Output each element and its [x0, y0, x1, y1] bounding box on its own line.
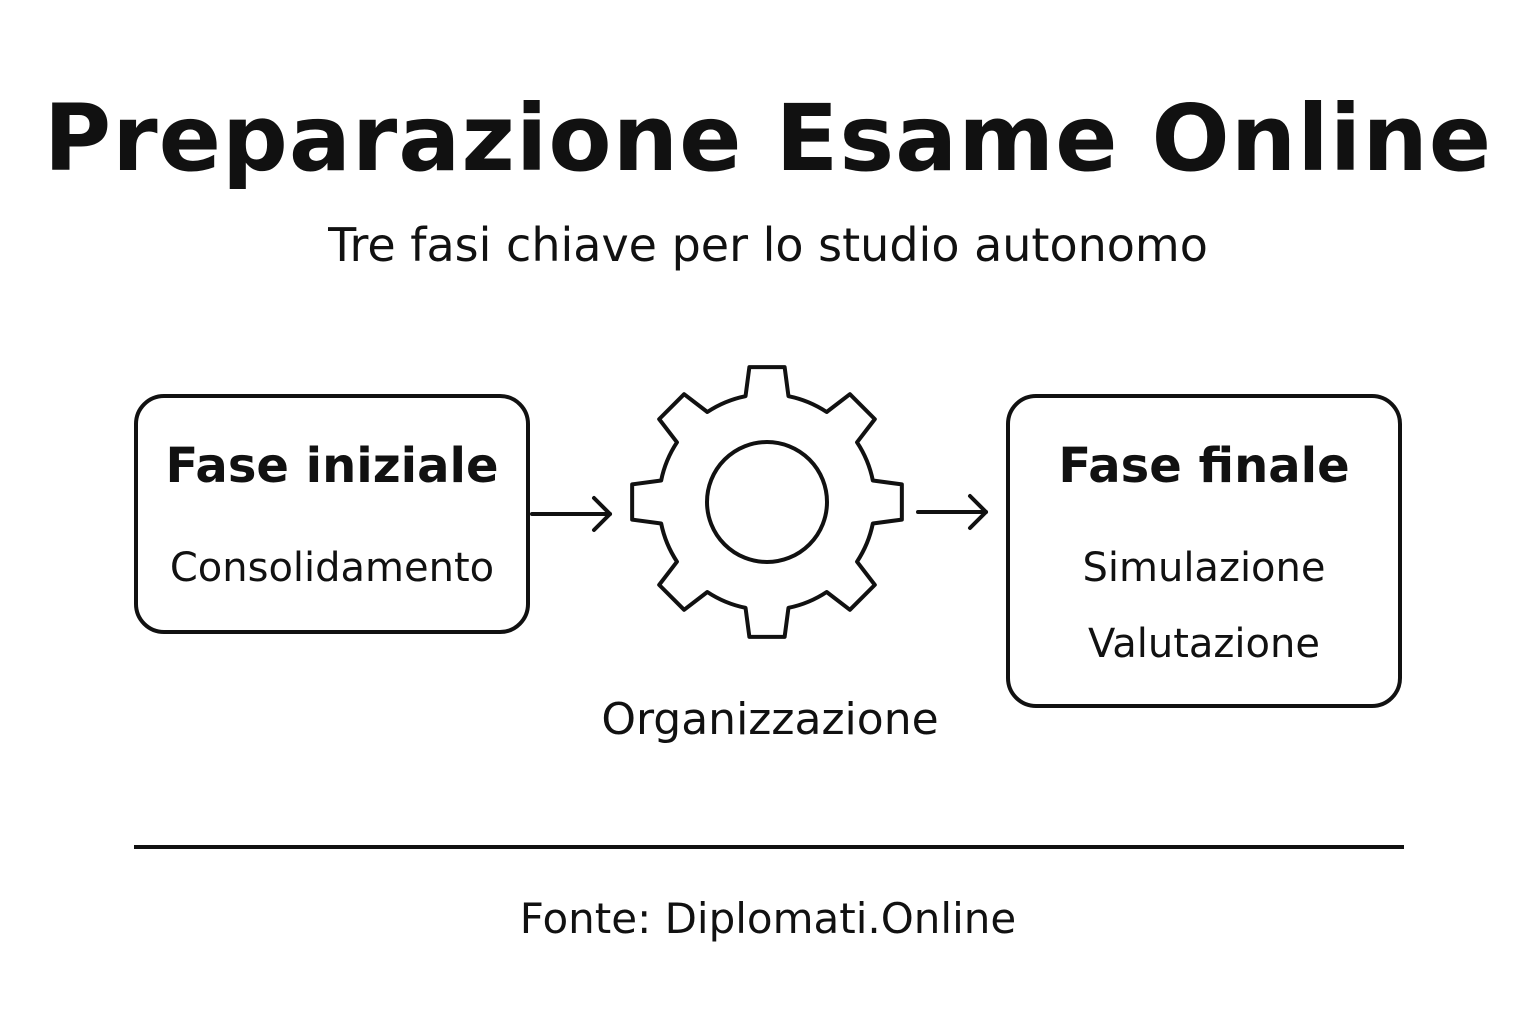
phase-item-final-2: Valutazione [1088, 621, 1320, 667]
phase-title-final: Fase finale [1058, 438, 1350, 494]
source-caption: Fonte: Diplomati.Online [519, 894, 1017, 943]
arrow-right-icon [916, 494, 988, 530]
phase-box-final: Fase finale Simulazione Valutazione [1006, 394, 1402, 708]
phase-item-final-1: Simulazione [1082, 545, 1326, 591]
phase-title-initial: Fase iniziale [165, 438, 499, 494]
phase-box-initial: Fase iniziale Consolidamento [134, 394, 530, 634]
diagram-subtitle: Tre fasi chiave per lo studio autonomo [328, 218, 1208, 272]
divider-line [134, 845, 1404, 849]
center-label: Organizzazione [601, 694, 939, 745]
arrow-right-icon [530, 496, 612, 532]
phase-item-initial: Consolidamento [169, 545, 495, 591]
diagram-title: Preparazione Esame Online [43, 85, 1493, 192]
gear-icon [630, 365, 904, 639]
